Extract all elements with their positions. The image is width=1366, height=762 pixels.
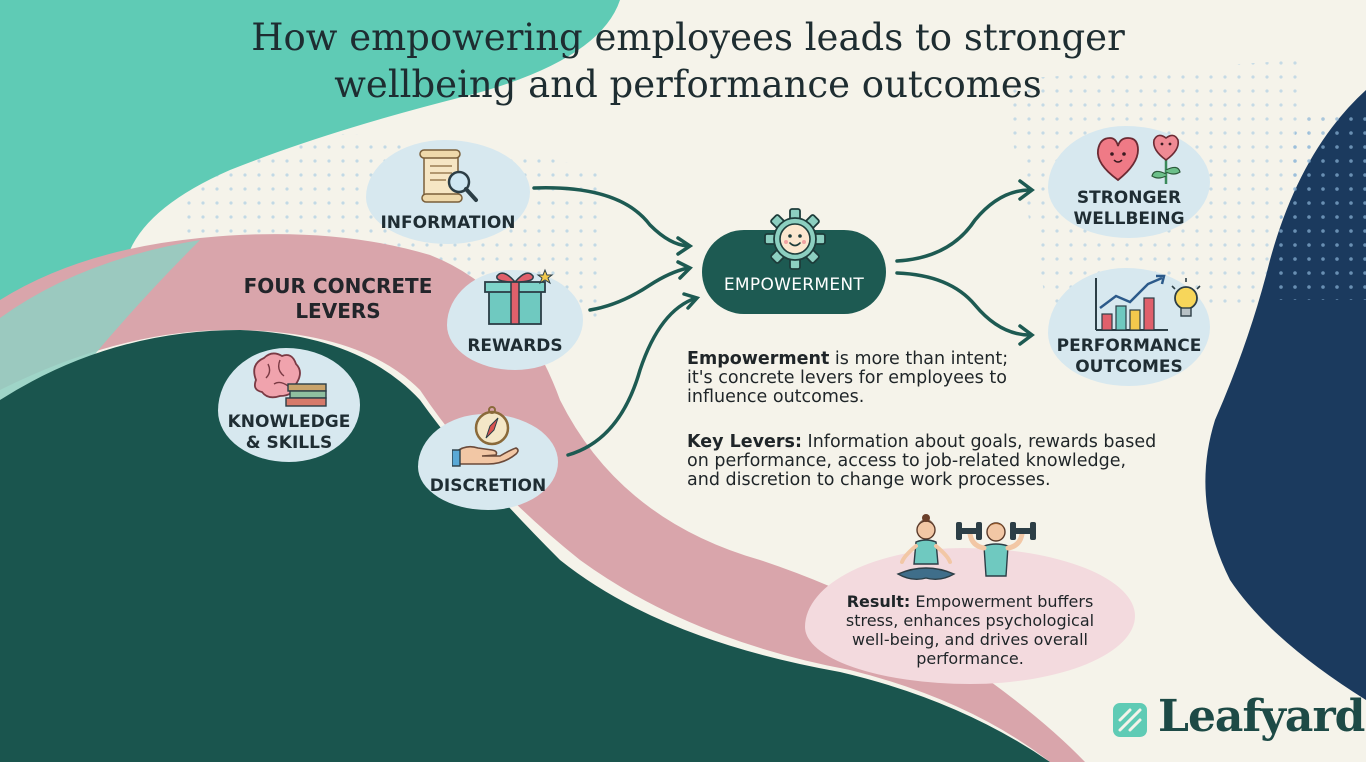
lever-knowledge-label: KNOWLEDGE & SKILLS bbox=[227, 412, 351, 453]
hearts-flower-icon bbox=[1096, 134, 1181, 184]
flow-arrows bbox=[532, 179, 1035, 457]
chart-lightbulb-icon bbox=[1095, 274, 1201, 331]
levers-title: FOUR CONCRETE LEVERS bbox=[243, 274, 433, 323]
arrow-information-to-empowerment bbox=[532, 186, 690, 248]
performance-label: PERFORMANCE OUTCOMES bbox=[1056, 336, 1202, 377]
arrow-empowerment-to-performance bbox=[895, 271, 1032, 337]
wellbeing-label: STRONGER WELLBEING bbox=[1073, 188, 1185, 229]
lever-knowledge-skills: KNOWLEDGE & SKILLS bbox=[218, 348, 360, 462]
leaf-logo-icon bbox=[1113, 703, 1147, 737]
arrow-rewards-to-empowerment bbox=[588, 266, 690, 312]
lever-information: INFORMATION bbox=[366, 140, 530, 244]
title-line-2: wellbeing and performance outcomes bbox=[334, 63, 1042, 106]
result-box bbox=[805, 548, 1135, 684]
lever-discretion-label: DISCRETION bbox=[429, 476, 547, 496]
outcome-performance: PERFORMANCE OUTCOMES bbox=[1048, 268, 1210, 386]
result-text: Result: Empowerment buffers stress, enha… bbox=[845, 592, 1095, 668]
scroll-magnifier-icon bbox=[419, 149, 478, 203]
key-levers-description: Key Levers: Information about goals, rew… bbox=[687, 432, 1157, 490]
yoga-fitness-people-icon bbox=[896, 514, 1036, 581]
lever-information-label: INFORMATION bbox=[380, 213, 516, 233]
empowerment-label: EMPOWERMENT bbox=[723, 275, 865, 295]
smiling-gear-icon bbox=[764, 208, 826, 270]
page-title: How empowering employees leads to strong… bbox=[183, 14, 1193, 108]
gift-box-icon bbox=[484, 268, 554, 325]
compass-hand-icon bbox=[452, 406, 519, 467]
empowerment-description: Empowerment is more than intent; it's co… bbox=[687, 349, 1009, 407]
outcome-stronger-wellbeing: STRONGER WELLBEING bbox=[1048, 126, 1210, 238]
lever-rewards-label: REWARDS bbox=[467, 336, 563, 356]
arrow-empowerment-to-wellbeing bbox=[895, 188, 1032, 263]
teal-blob bbox=[0, 0, 620, 318]
lever-discretion: DISCRETION bbox=[418, 406, 558, 510]
brain-books-icon bbox=[253, 352, 327, 407]
arrow-discretion-to-empowerment bbox=[566, 296, 698, 457]
navy-dots bbox=[1270, 110, 1366, 300]
lever-rewards: REWARDS bbox=[447, 268, 583, 370]
title-line-1: How empowering employees leads to strong… bbox=[251, 16, 1125, 59]
logo-wordmark: Leafyard bbox=[1158, 691, 1365, 742]
